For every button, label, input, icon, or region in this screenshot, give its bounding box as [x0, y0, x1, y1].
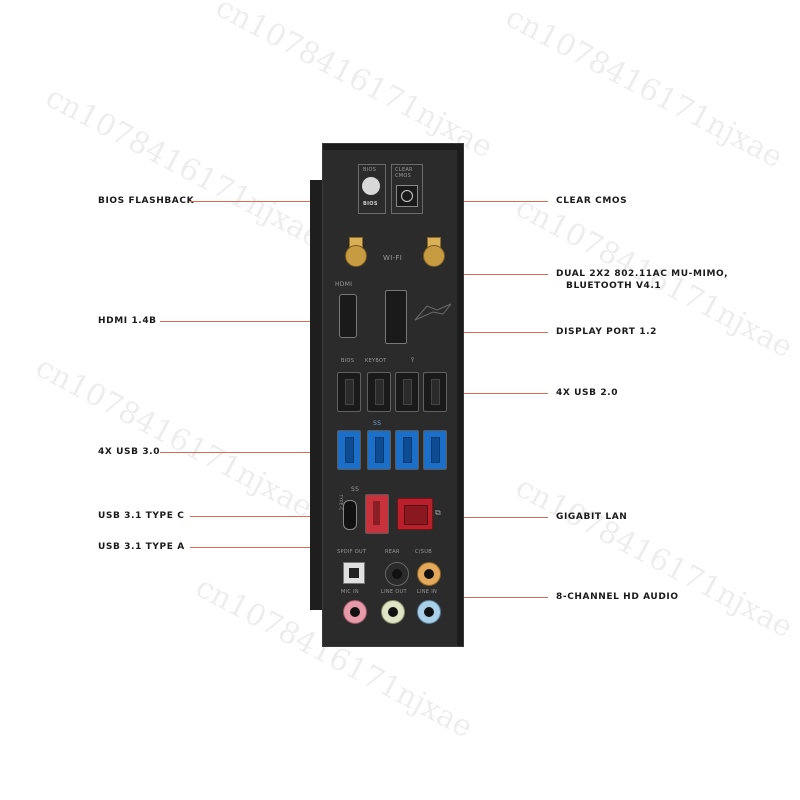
clear-cmos-button[interactable] — [396, 185, 418, 207]
csub-label: C/SUB — [415, 549, 432, 555]
wifi-label: WI-FI — [383, 254, 403, 262]
keybot-label: KEYBOT — [365, 358, 387, 364]
callout-line-usb30 — [160, 452, 338, 453]
usb30-port-4[interactable] — [423, 430, 447, 470]
spdif-out-port[interactable] — [343, 562, 365, 584]
watermark-3: cn1078416171njxae — [39, 79, 329, 256]
usb20-port-2[interactable] — [367, 372, 391, 412]
callout-line-bios-flashback — [190, 201, 355, 202]
bios-label: BIOS — [363, 167, 377, 173]
callout-lan: GIGABIT LAN — [556, 512, 628, 522]
callout-clear-cmos: CLEAR CMOS — [556, 196, 628, 206]
rear-speaker-jack[interactable] — [385, 562, 409, 586]
callout-line-usb31a — [190, 547, 370, 548]
bios-button-label: BIOS — [363, 201, 378, 207]
callout-line-audio — [430, 597, 548, 598]
io-shield-edge — [310, 180, 324, 610]
callout-line-lan — [445, 517, 548, 518]
callout-wifi-line2: BLUETOOTH V4.1 — [566, 281, 662, 291]
callout-hdmi: HDMI 1.4B — [98, 316, 157, 326]
bios-flashback-frame: BIOS BIOS — [358, 164, 386, 214]
usb-bios-label: BIOS — [341, 358, 355, 364]
callout-usb30: 4X USB 3.0 — [98, 447, 161, 457]
watermark-2: cn1078416171njxae — [499, 0, 789, 176]
callout-line-displayport — [405, 332, 548, 333]
usb-trident-icon: ⫯ — [411, 356, 415, 364]
callout-audio: 8-CHANNEL HD AUDIO — [556, 592, 679, 602]
callout-bios-flashback: BIOS FLASHBACK — [98, 196, 195, 206]
wifi-antenna-right[interactable] — [423, 237, 445, 267]
watermark-1: cn1078416171njxae — [209, 0, 499, 166]
callout-usb31c: USB 3.1 TYPE C — [98, 511, 185, 521]
watermark-5: cn1078416171njxae — [29, 349, 319, 526]
usb30-port-3[interactable] — [395, 430, 419, 470]
rear-label: REAR — [385, 549, 400, 555]
ss-usb3-label: SS — [373, 420, 382, 427]
clear-cmos-label: CLEAR CMOS — [395, 167, 413, 179]
usb20-port-3[interactable] — [395, 372, 419, 412]
wifi-antenna-left[interactable] — [345, 237, 367, 267]
clear-cmos-frame: CLEAR CMOS — [391, 164, 423, 214]
power-icon — [401, 190, 413, 202]
csub-jack[interactable] — [417, 562, 441, 586]
hdmi-label: HDMI — [335, 281, 353, 288]
ss10-usb31-label: SS — [351, 486, 360, 493]
mic-in-label: MIC IN — [341, 589, 359, 595]
displayport-port[interactable] — [385, 290, 407, 344]
usb30-port-1[interactable] — [337, 430, 361, 470]
callout-line-wifi — [445, 274, 548, 275]
line-in-jack[interactable] — [417, 600, 441, 624]
line-out-jack[interactable] — [381, 600, 405, 624]
usb31-type-c-port[interactable] — [343, 500, 357, 530]
usb30-port-2[interactable] — [367, 430, 391, 470]
callout-line-usb20 — [440, 393, 548, 394]
line-in-label: LINE IN — [417, 589, 438, 595]
mic-in-jack[interactable] — [343, 600, 367, 624]
network-icon: ⧉ — [435, 508, 441, 517]
callout-displayport: DISPLAY PORT 1.2 — [556, 327, 657, 337]
callout-line-usb31c — [190, 516, 342, 517]
io-shield-panel: BIOS BIOS CLEAR CMOS WI-FI HDMI BIOS KEY… — [322, 143, 464, 647]
line-out-label: LINE OUT — [381, 589, 407, 595]
bios-flashback-button[interactable] — [362, 177, 380, 195]
callout-line-clear-cmos — [410, 201, 548, 202]
callout-wifi-line1: DUAL 2X2 802.11AC MU-MIMO, — [556, 269, 729, 279]
callout-usb20: 4X USB 2.0 — [556, 388, 619, 398]
hdmi-port[interactable] — [339, 294, 357, 338]
usb20-port-4[interactable] — [423, 372, 447, 412]
gigabit-lan-port[interactable] — [397, 498, 433, 530]
rog-logo-icon — [413, 300, 453, 324]
watermark-6: cn1078416171njxae — [509, 469, 799, 646]
spdif-label: SPDIF OUT — [337, 549, 367, 555]
callout-line-hdmi — [160, 321, 340, 322]
usb31-type-a-port[interactable] — [365, 494, 389, 534]
callout-usb31a: USB 3.1 TYPE A — [98, 542, 185, 552]
usb20-port-1[interactable] — [337, 372, 361, 412]
